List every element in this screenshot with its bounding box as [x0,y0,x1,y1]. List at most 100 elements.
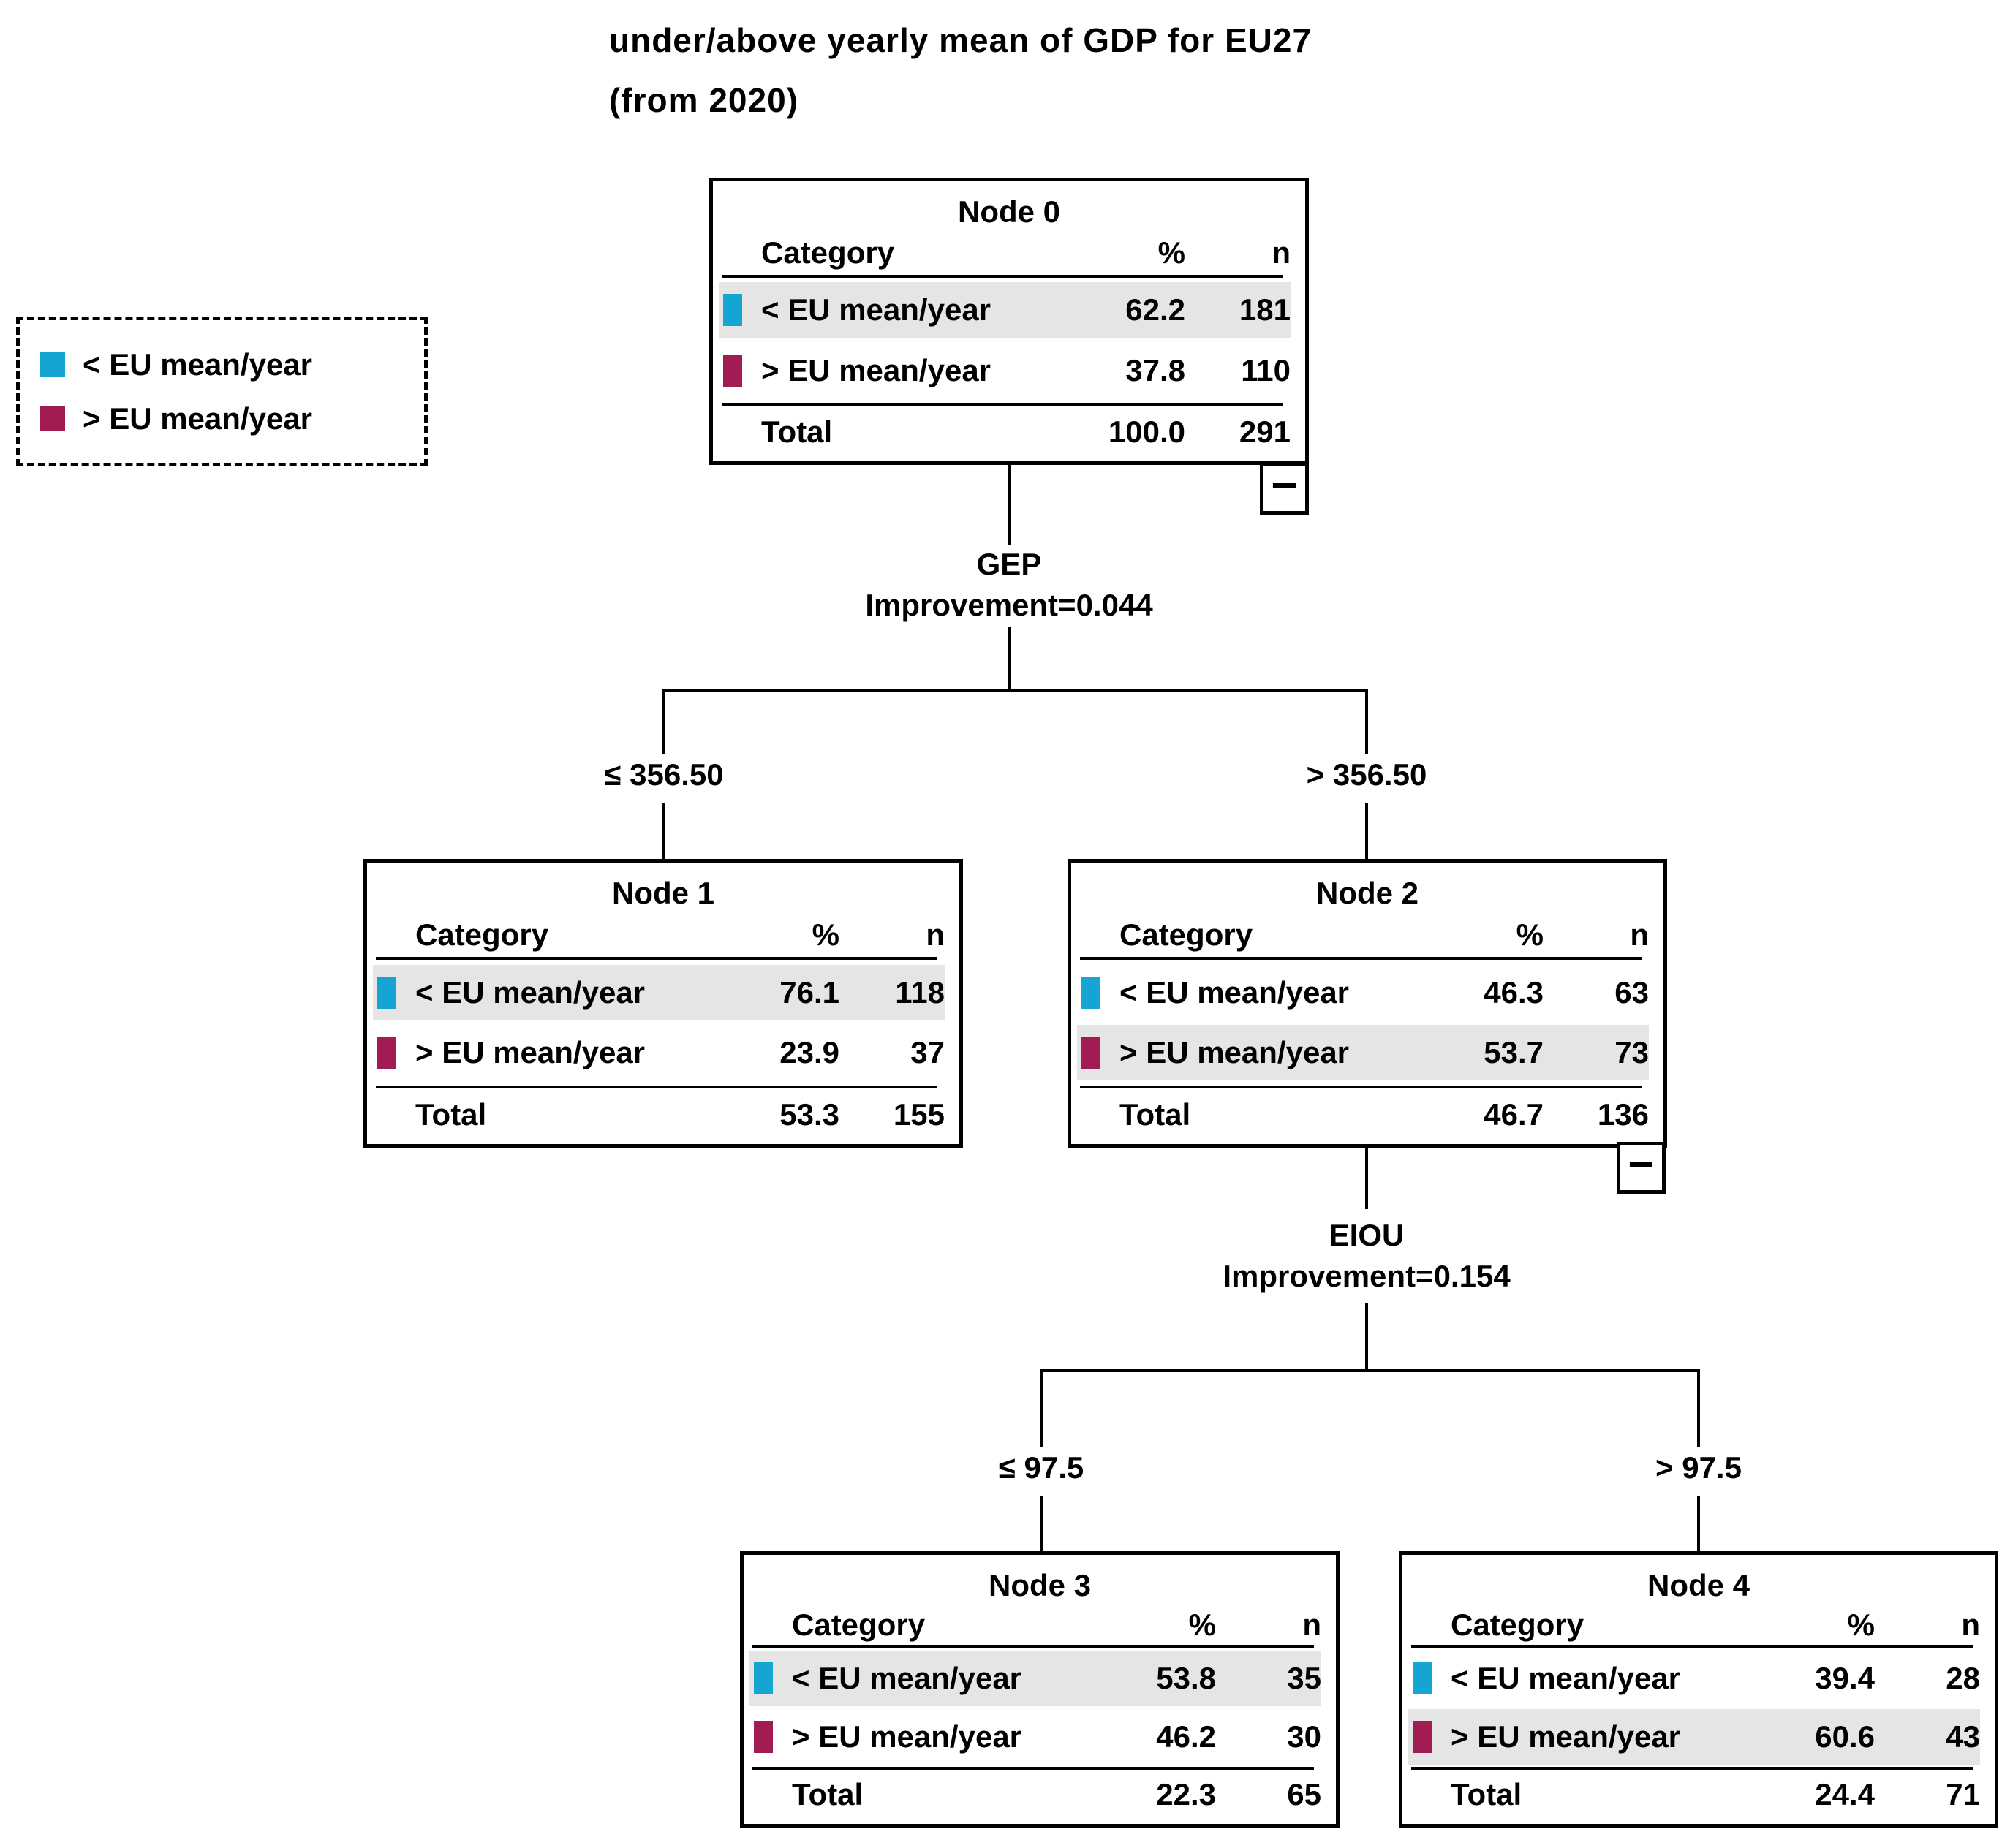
branch-condition-right: > 97.5 [1655,1450,1742,1485]
column-header-category: Category [1119,917,1253,952]
total-n: 155 [893,1097,945,1132]
category-color-swatch-icon [723,294,742,327]
category-n: 63 [1614,974,1649,1010]
category-pct: 37.8 [1125,352,1185,387]
connector-line [1697,1496,1700,1551]
total-label: Total [792,1776,864,1811]
total-row: Total 100.0 291 [719,410,1291,451]
category-row-above-mean: > EU mean/year 23.9 37 [373,1025,945,1080]
total-label: Total [1451,1776,1522,1811]
category-label: < EU mean/year [1451,1660,1681,1695]
category-n: 30 [1287,1719,1321,1754]
category-n: 43 [1946,1719,1980,1754]
total-row: Total 24.4 71 [1408,1773,1980,1814]
category-pct: 46.3 [1484,974,1544,1010]
column-header-pct: % [1847,1607,1875,1642]
category-row-below-mean: < EU mean/year 76.1 118 [373,964,945,1020]
header-rule [1411,1645,1973,1648]
category-label: > EU mean/year [761,352,991,387]
connector-line [1008,464,1011,545]
category-label: > EU mean/year [792,1719,1022,1754]
connector-line [1040,1369,1043,1447]
total-row: Total 53.3 155 [373,1093,945,1134]
total-rule [752,1767,1314,1771]
category-pct: 76.1 [779,974,839,1010]
total-n: 291 [1239,414,1291,449]
legend: < EU mean/year > EU mean/year [16,317,428,466]
category-label: < EU mean/year [1119,974,1350,1010]
column-header-category: Category [792,1607,926,1642]
category-color-swatch-icon [1413,1662,1432,1694]
minus-icon: − [1271,460,1298,511]
header-rule [376,957,937,960]
category-row-below-mean: < EU mean/year 62.2 181 [719,282,1291,338]
split-variable-name: GEP [976,547,1042,581]
minus-icon: − [1628,1139,1655,1190]
category-label: > EU mean/year [415,1035,646,1069]
category-pct: 62.2 [1125,292,1185,327]
category-n: 35 [1287,1660,1321,1695]
category-label: < EU mean/year [761,292,991,327]
category-row-below-mean: < EU mean/year 53.8 35 [749,1650,1321,1706]
collapse-button-node-0[interactable]: − [1260,463,1309,515]
column-header-n: n [926,917,945,952]
category-color-swatch-icon [723,354,742,387]
node-column-header: Category % n [719,235,1291,270]
split-variable-eiou: EIOU Improvement=0.154 [1074,1215,1659,1297]
total-n: 71 [1946,1776,1980,1811]
category-color-swatch-icon [754,1662,773,1694]
node-column-header: Category % n [1408,1607,1980,1643]
category-label: < EU mean/year [792,1660,1022,1695]
collapse-button-node-2[interactable]: − [1617,1142,1666,1194]
category-color-swatch-icon [377,976,396,1009]
category-n: 118 [895,974,945,1010]
category-row-above-mean: > EU mean/year 37.8 110 [719,343,1291,398]
legend-item-below-mean: < EU mean/year [40,347,424,382]
node-3: Node 3 Category % n < EU mean/year 53.8 … [740,1551,1340,1828]
total-rule [1411,1767,1973,1771]
legend-item-label: > EU mean/year [83,401,313,436]
split-variable-gep: GEP Improvement=0.044 [717,544,1302,626]
total-rule [722,402,1283,406]
category-n: 181 [1239,292,1291,327]
column-header-n: n [1272,235,1291,270]
column-header-pct: % [1188,1607,1216,1642]
total-row: Total 46.7 136 [1077,1093,1649,1134]
category-pct: 60.6 [1815,1719,1875,1754]
branch-condition-left: ≤ 356.50 [604,757,724,792]
category-pct: 53.8 [1156,1660,1216,1695]
category-row-below-mean: < EU mean/year 46.3 63 [1077,965,1649,1020]
connector-line [1365,689,1368,754]
total-pct: 46.7 [1484,1097,1544,1132]
total-rule [376,1085,937,1088]
column-header-n: n [1630,917,1649,952]
total-pct: 100.0 [1108,414,1185,449]
node-column-header: Category % n [1077,917,1649,953]
category-n: 73 [1614,1035,1649,1069]
category-n: 28 [1946,1660,1980,1695]
connector-line [1040,1496,1043,1551]
connector-line [1365,1303,1368,1371]
connector-line [662,803,665,859]
column-header-pct: % [1157,235,1185,270]
split-improvement: Improvement=0.044 [865,588,1153,622]
legend-color-swatch-icon [40,406,65,431]
column-header-n: n [1961,1607,1980,1642]
node-title: Node 0 [957,194,1061,229]
node-title: Node 3 [988,1568,1092,1602]
chart-title-line1: under/above yearly mean of GDP for EU27 [609,21,1312,59]
connector-line [662,689,665,754]
node-2: Node 2 Category % n < EU mean/year 46.3 … [1068,859,1667,1148]
total-row: Total 22.3 65 [749,1773,1321,1814]
total-pct: 22.3 [1156,1776,1216,1811]
total-label: Total [1119,1097,1191,1132]
node-4: Node 4 Category % n < EU mean/year 39.4 … [1399,1551,1998,1828]
total-rule [1080,1085,1642,1088]
category-label: < EU mean/year [415,974,646,1010]
category-label: > EU mean/year [1451,1719,1681,1754]
category-row-below-mean: < EU mean/year 39.4 28 [1408,1651,1980,1706]
total-n: 136 [1597,1097,1649,1132]
total-label: Total [415,1097,487,1132]
total-n: 65 [1287,1776,1321,1811]
category-color-swatch-icon [1413,1720,1432,1753]
